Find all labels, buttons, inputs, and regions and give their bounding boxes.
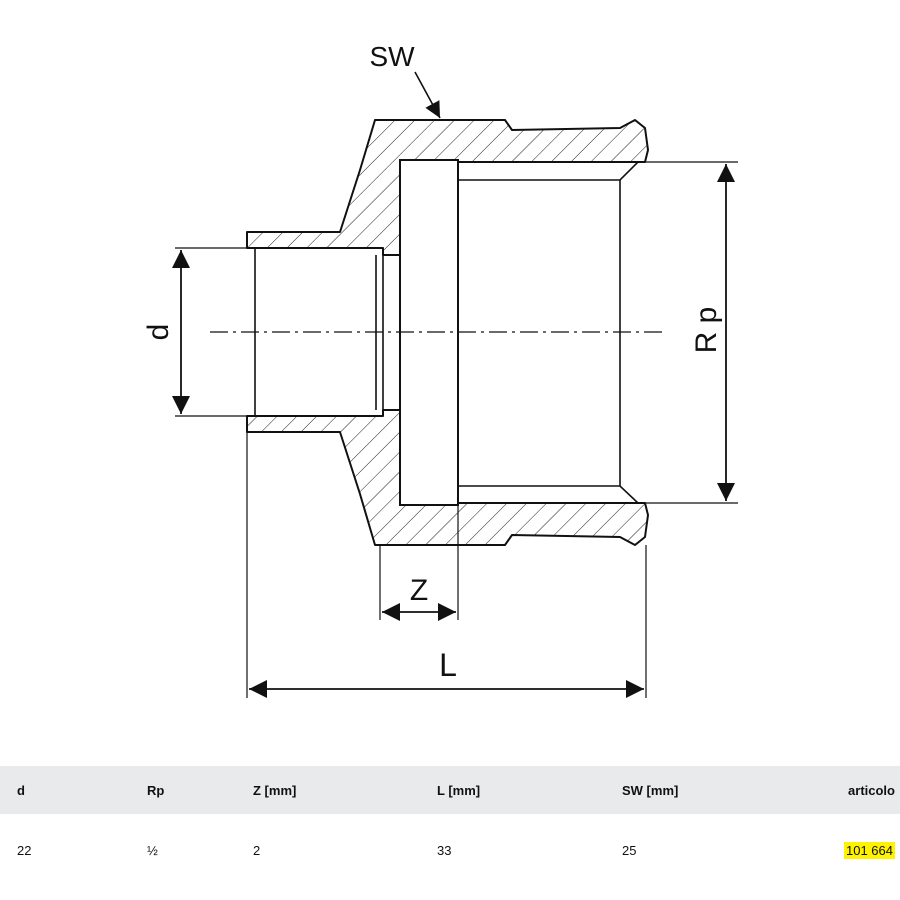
rp-label: R p: [690, 307, 723, 354]
large-bore-outline: [458, 161, 639, 504]
cell-d: 22: [17, 842, 32, 858]
header-articolo: articolo: [848, 782, 895, 798]
table-header-row: d Rp Z [mm] L [mm] SW [mm] articolo: [0, 766, 900, 814]
fitting-cross-section-drawing: SW d R p Z L: [142, 41, 738, 698]
table-row: 22 ½ 2 33 25 101 664: [0, 814, 900, 886]
l-label: L: [439, 647, 457, 683]
specification-table: d Rp Z [mm] L [mm] SW [mm] articolo 22 ½…: [0, 766, 900, 886]
cell-rp: ½: [147, 842, 158, 858]
header-z: Z [mm]: [253, 782, 297, 798]
d-label: d: [142, 324, 175, 341]
header-l: L [mm]: [437, 782, 481, 798]
cell-articolo: 101 664: [844, 841, 895, 859]
sw-leader-line: [414, 71, 441, 119]
header-d: d: [17, 782, 25, 798]
header-rp: Rp: [147, 782, 165, 798]
header-sw: SW [mm]: [622, 782, 679, 798]
z-label: Z: [410, 574, 428, 607]
cell-sw: 25: [622, 842, 637, 858]
cell-z: 2: [253, 842, 261, 858]
cell-l: 33: [437, 842, 452, 858]
sw-label: SW: [369, 41, 415, 72]
